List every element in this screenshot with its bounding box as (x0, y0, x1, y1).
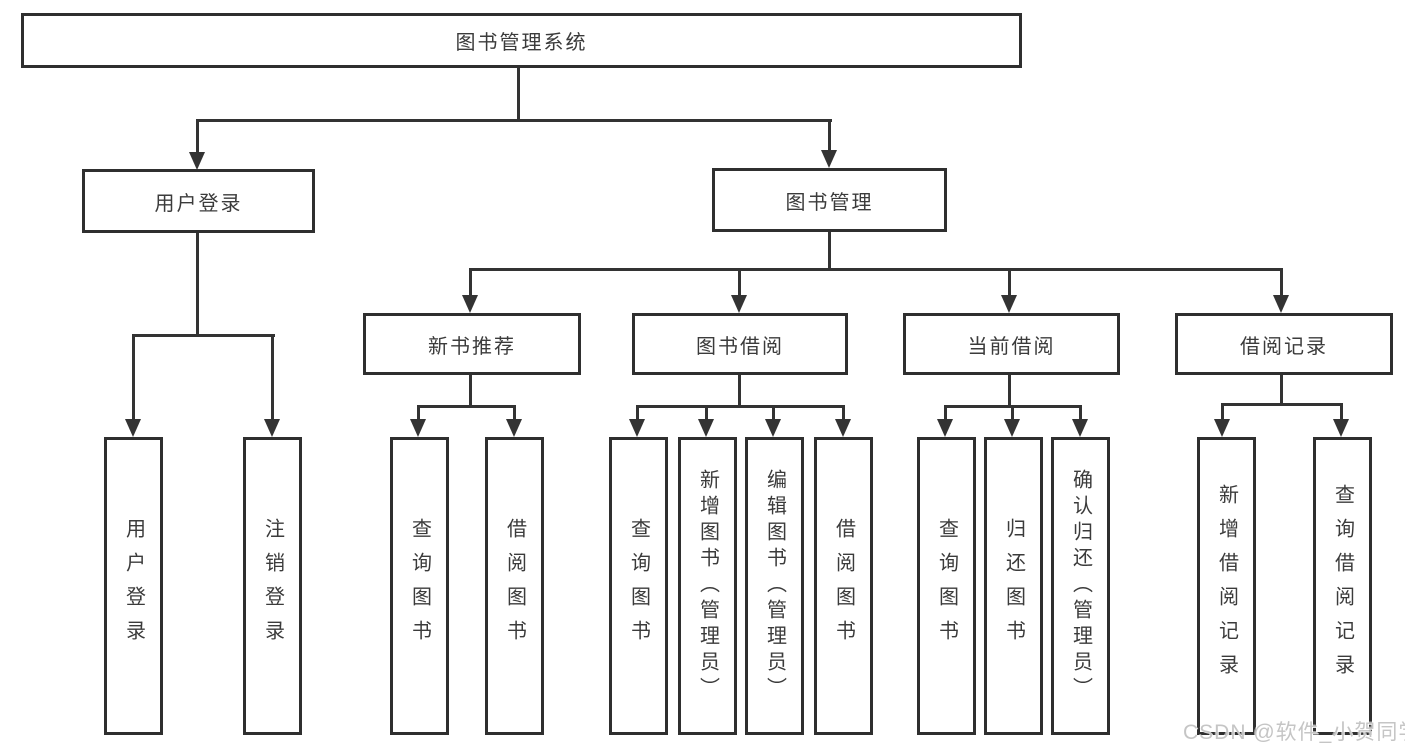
arrow-down-icon (1004, 419, 1020, 437)
node-label: 查询图书 (627, 518, 650, 654)
connector-line (738, 375, 741, 407)
leaf-borrow-books-recommend: 借阅图书 (485, 437, 544, 735)
connector-line (738, 268, 741, 295)
node-user-login: 用户登录 (82, 169, 315, 233)
connector-line (417, 405, 516, 408)
connector-line (132, 334, 275, 337)
connector-line (1008, 375, 1011, 407)
connector-line (705, 405, 708, 419)
node-label: 借阅记录 (1240, 335, 1328, 358)
leaf-edit-books-admin: 编辑图书（管理员） (745, 437, 804, 735)
arrow-down-icon (1001, 295, 1017, 313)
node-label: 借阅图书 (832, 518, 855, 654)
node-label: 用户登录 (154, 192, 243, 215)
leaf-logout: 注销登录 (243, 437, 302, 735)
connector-line (513, 405, 516, 419)
node-label: 编辑图书（管理员） (763, 469, 786, 703)
arrow-down-icon (698, 419, 714, 437)
connector-line (196, 233, 199, 336)
arrow-down-icon (1273, 295, 1289, 313)
connector-line (1011, 405, 1014, 419)
arrow-down-icon (506, 419, 522, 437)
arrow-down-icon (410, 419, 426, 437)
arrow-down-icon (821, 150, 837, 168)
arrow-down-icon (835, 419, 851, 437)
connector-line (1079, 405, 1082, 419)
connector-line (469, 375, 472, 407)
connector-line (469, 268, 472, 295)
connector-line (1340, 403, 1343, 419)
connector-line (517, 68, 520, 120)
connector-line (1280, 375, 1283, 405)
connector-line (1221, 403, 1343, 406)
connector-line (469, 268, 1283, 271)
arrow-down-icon (264, 419, 280, 437)
arrow-down-icon (765, 419, 781, 437)
leaf-borrow-books: 借阅图书 (814, 437, 873, 735)
node-label: 新书推荐 (428, 335, 516, 358)
node-label: 图书管理系统 (455, 32, 588, 54)
node-label: 查询图书 (935, 518, 958, 654)
arrow-down-icon (629, 419, 645, 437)
node-label: 归还图书 (1002, 518, 1025, 654)
connector-line (636, 405, 639, 419)
node-borrowing-records: 借阅记录 (1175, 313, 1393, 375)
connector-line (196, 119, 832, 122)
connector-line (196, 119, 199, 152)
connector-line (636, 405, 845, 408)
arrow-down-icon (1333, 419, 1349, 437)
arrow-down-icon (1072, 419, 1088, 437)
arrow-down-icon (462, 295, 478, 313)
leaf-confirm-return-admin: 确认归还（管理员） (1051, 437, 1110, 735)
leaf-query-books-current: 查询图书 (917, 437, 976, 735)
connector-line (271, 334, 274, 419)
node-label: 新增借阅记录 (1215, 484, 1238, 688)
connector-line (417, 405, 420, 419)
node-label: 用户登录 (122, 518, 145, 654)
connector-line (842, 405, 845, 419)
connector-line (828, 119, 831, 150)
leaf-query-books-borrow: 查询图书 (609, 437, 668, 735)
connector-line (132, 334, 135, 419)
leaf-add-books-admin: 新增图书（管理员） (678, 437, 737, 735)
node-label: 借阅图书 (503, 518, 526, 654)
arrow-down-icon (1214, 419, 1230, 437)
node-book-borrowing: 图书借阅 (632, 313, 848, 375)
node-current-borrowing: 当前借阅 (903, 313, 1120, 375)
node-label: 图书借阅 (696, 335, 784, 358)
leaf-add-borrow-record: 新增借阅记录 (1197, 437, 1256, 735)
connector-line (1221, 403, 1224, 419)
node-label: 注销登录 (261, 518, 284, 654)
arrow-down-icon (731, 295, 747, 313)
csdn-watermark: CSDN @软件_小贺同学 (1183, 721, 1405, 744)
node-label: 图书管理 (785, 191, 874, 214)
node-book-management: 图书管理 (712, 168, 947, 232)
node-label: 查询借阅记录 (1331, 484, 1354, 688)
leaf-return-books: 归还图书 (984, 437, 1043, 735)
leaf-query-borrow-record: 查询借阅记录 (1313, 437, 1372, 735)
connector-line (1008, 268, 1011, 295)
arrow-down-icon (125, 419, 141, 437)
connector-line (772, 405, 775, 419)
connector-line (1280, 268, 1283, 295)
connector-line (828, 232, 831, 271)
node-label: 确认归还（管理员） (1069, 469, 1092, 703)
arrow-down-icon (189, 152, 205, 170)
leaf-user-login: 用户登录 (104, 437, 163, 735)
arrow-down-icon (937, 419, 953, 437)
node-library-management-system: 图书管理系统 (21, 13, 1022, 68)
node-label: 查询图书 (408, 518, 431, 654)
node-label: 当前借阅 (967, 335, 1056, 358)
connector-line (944, 405, 947, 419)
leaf-query-books-recommend: 查询图书 (390, 437, 449, 735)
node-new-book-recommend: 新书推荐 (363, 313, 581, 375)
node-label: 新增图书（管理员） (696, 469, 719, 703)
